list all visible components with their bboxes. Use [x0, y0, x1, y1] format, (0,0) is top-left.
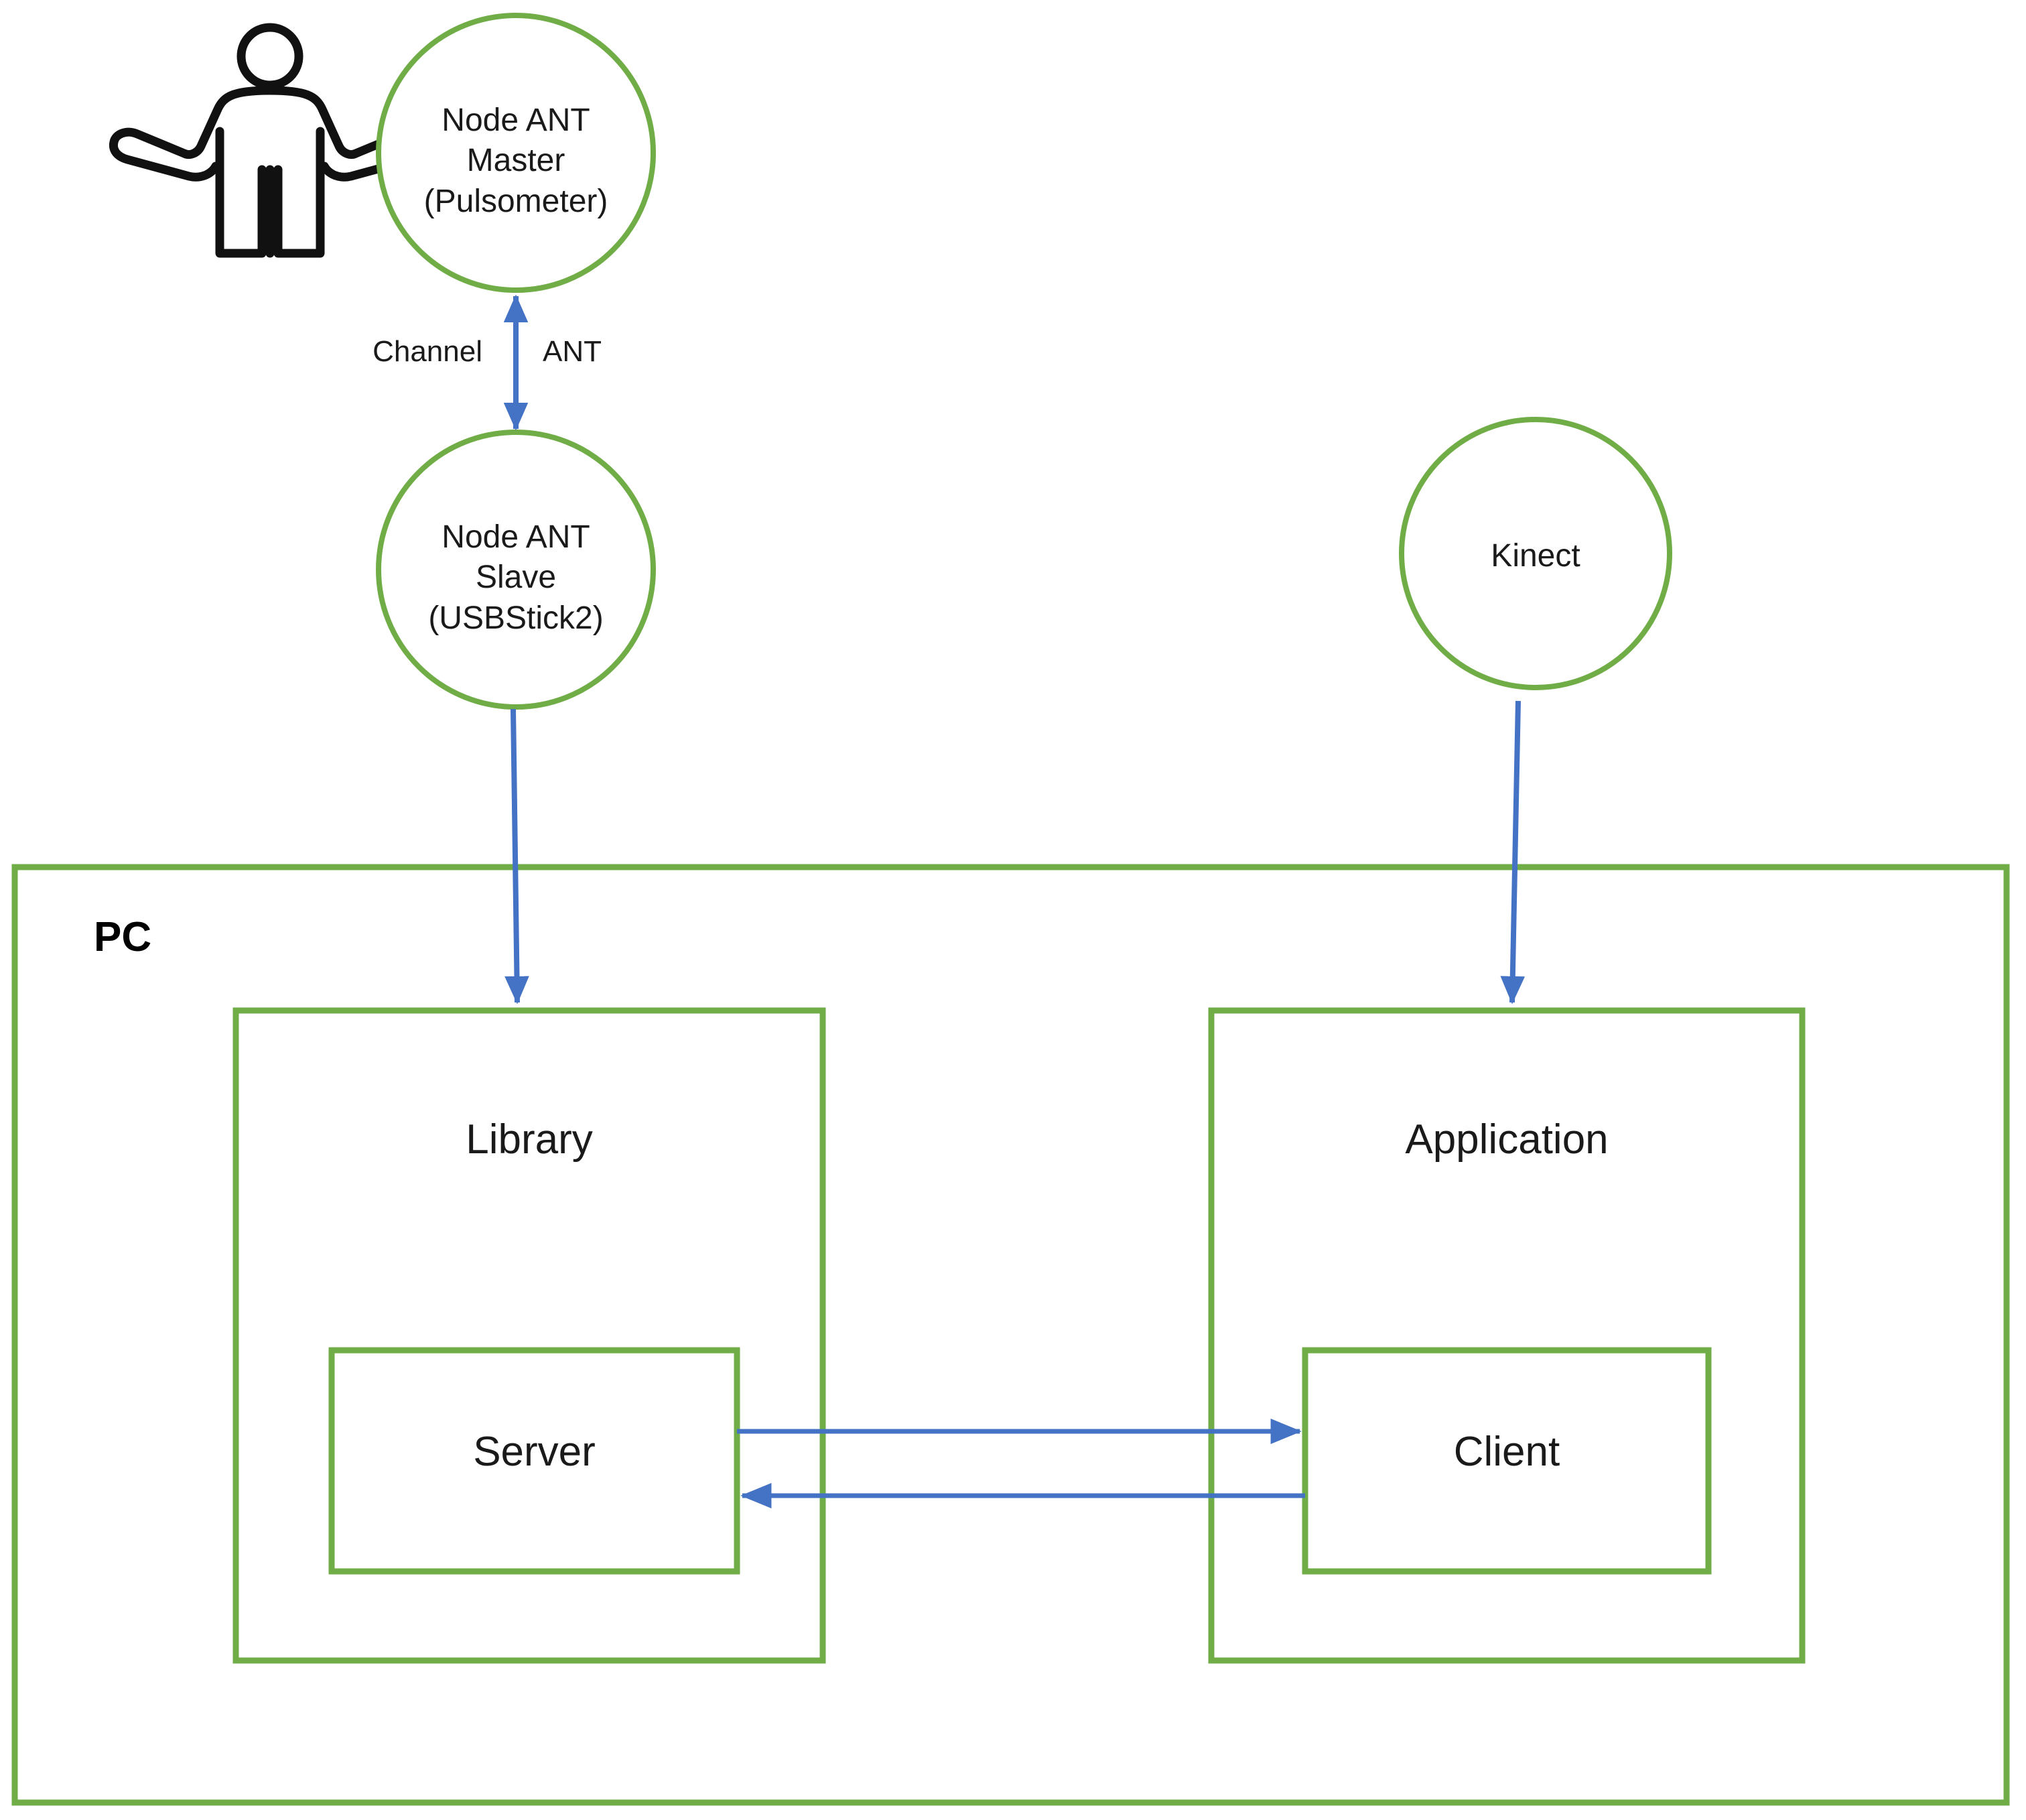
node-ant-master-circle[interactable] [376, 13, 656, 293]
edge-label-channel: Channel [373, 335, 482, 368]
person-standing-icon [109, 23, 431, 258]
edge-slave-to-library [504, 708, 529, 1004]
kinect-circle[interactable] [1399, 417, 1672, 690]
server-box[interactable] [328, 1347, 740, 1575]
edge-label-ant: ANT [543, 335, 602, 368]
node-ant-slave-circle[interactable] [376, 430, 656, 710]
edge-kinect-to-application [1500, 700, 1526, 1004]
client-box[interactable] [1302, 1347, 1712, 1575]
